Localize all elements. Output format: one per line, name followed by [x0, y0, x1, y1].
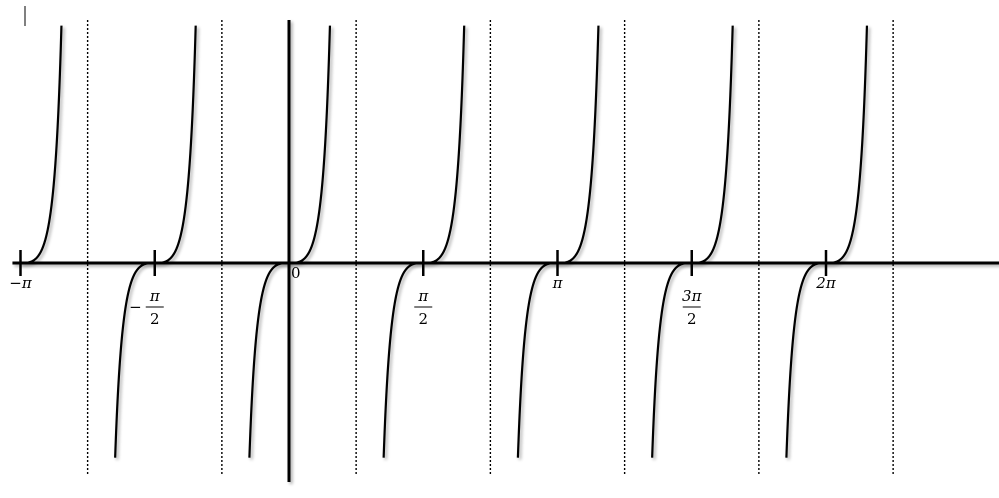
tick-label-numerator: 3π	[682, 287, 703, 305]
tick-label-denominator: 2	[687, 310, 697, 328]
tick-label-denominator: 2	[150, 310, 160, 328]
tick-label: −π	[9, 274, 33, 292]
curve-branch	[516, 25, 600, 458]
tick-label-numerator: π	[417, 287, 429, 305]
curve-branch	[20, 25, 63, 265]
tick-label: 2π	[815, 274, 837, 292]
tick-label: 0	[291, 264, 301, 282]
curve-branch	[651, 25, 734, 458]
tick-label-numerator: π	[149, 287, 161, 305]
curve-branch	[248, 25, 332, 458]
tick-label-sign: −	[129, 298, 142, 316]
curve-branch	[785, 25, 869, 458]
tick-label: π	[552, 274, 564, 292]
curve-branch	[382, 25, 466, 458]
tick-label-denominator: 2	[418, 310, 428, 328]
curve-branch	[114, 25, 197, 458]
